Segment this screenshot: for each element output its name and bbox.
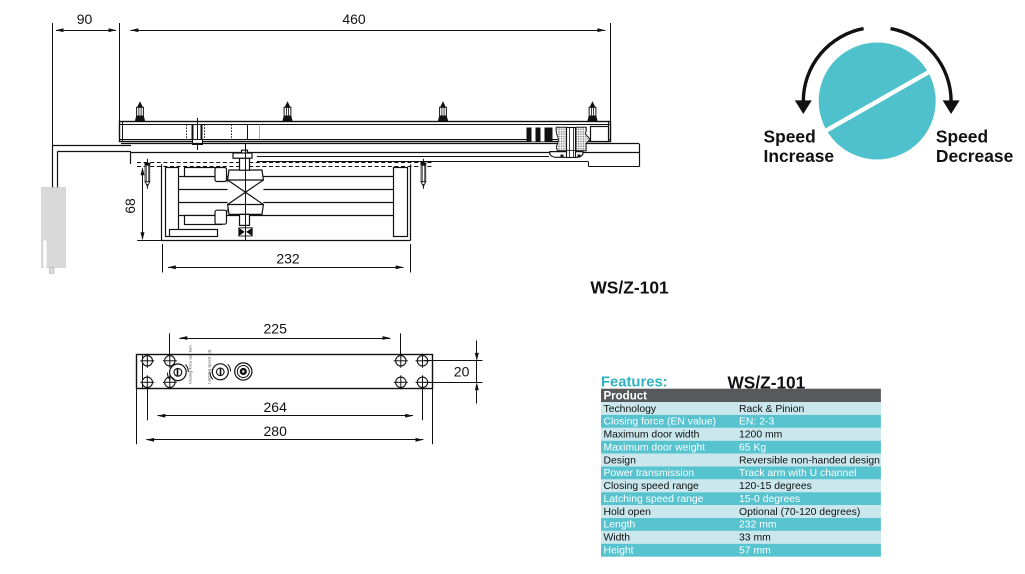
svg-text:Product: Product xyxy=(604,390,648,402)
svg-text:Technology: Technology xyxy=(604,404,657,415)
svg-text:460: 460 xyxy=(342,11,366,27)
svg-text:Height: Height xyxy=(604,545,634,556)
svg-text:15-0 degrees: 15-0 degrees xyxy=(739,494,800,505)
svg-text:WS/Z-101: WS/Z-101 xyxy=(728,373,806,393)
svg-text:Design: Design xyxy=(604,455,637,466)
svg-text:Closing force (EN value): Closing force (EN value) xyxy=(604,417,717,428)
svg-text:225: 225 xyxy=(264,320,288,336)
svg-text:Latching speed range: Latching speed range xyxy=(604,494,704,505)
svg-text:Length: Length xyxy=(604,520,636,531)
svg-text:280: 280 xyxy=(264,423,288,439)
svg-text:Track arm with U channel: Track arm with U channel xyxy=(739,468,856,479)
svg-text:EN: 2-3: EN: 2-3 xyxy=(739,417,774,428)
svg-text:Speed: Speed xyxy=(764,126,816,146)
svg-text:120-15 degrees: 120-15 degrees xyxy=(739,481,812,492)
svg-text:Closing force adj. turn: Closing force adj. turn xyxy=(188,345,193,384)
svg-text:33 mm: 33 mm xyxy=(739,533,771,544)
svg-text:264: 264 xyxy=(264,399,288,415)
svg-text:Speed: Speed xyxy=(936,126,988,146)
svg-text:Increase: Increase xyxy=(764,146,835,166)
svg-text:Width: Width xyxy=(604,533,631,544)
svg-text:1200 mm: 1200 mm xyxy=(739,430,782,441)
svg-text:68: 68 xyxy=(122,198,138,214)
svg-text:Power transmission: Power transmission xyxy=(604,468,695,479)
svg-text:57 mm: 57 mm xyxy=(739,545,771,556)
svg-text:Hold open: Hold open xyxy=(604,507,652,518)
svg-text:90: 90 xyxy=(77,11,93,27)
svg-text:Closing speed range: Closing speed range xyxy=(604,481,700,492)
svg-text:Maximum door weight: Maximum door weight xyxy=(604,442,706,453)
svg-text:Maximum door width: Maximum door width xyxy=(604,430,700,441)
svg-text:Features:: Features: xyxy=(601,375,668,391)
svg-text:Decrease: Decrease xyxy=(936,146,1014,166)
svg-text:Reversible non-handed design: Reversible non-handed design xyxy=(739,455,880,466)
svg-text:Optional (70-120 degrees): Optional (70-120 degrees) xyxy=(739,507,860,518)
svg-text:WS/Z-101: WS/Z-101 xyxy=(590,278,669,298)
svg-text:232 mm: 232 mm xyxy=(739,520,777,531)
svg-text:20: 20 xyxy=(454,364,470,380)
svg-text:Latching speed adj.: Latching speed adj. xyxy=(207,349,212,384)
svg-text:65 Kg: 65 Kg xyxy=(739,442,766,453)
svg-text:Rack & Pinion: Rack & Pinion xyxy=(739,404,804,415)
svg-text:232: 232 xyxy=(276,251,300,267)
